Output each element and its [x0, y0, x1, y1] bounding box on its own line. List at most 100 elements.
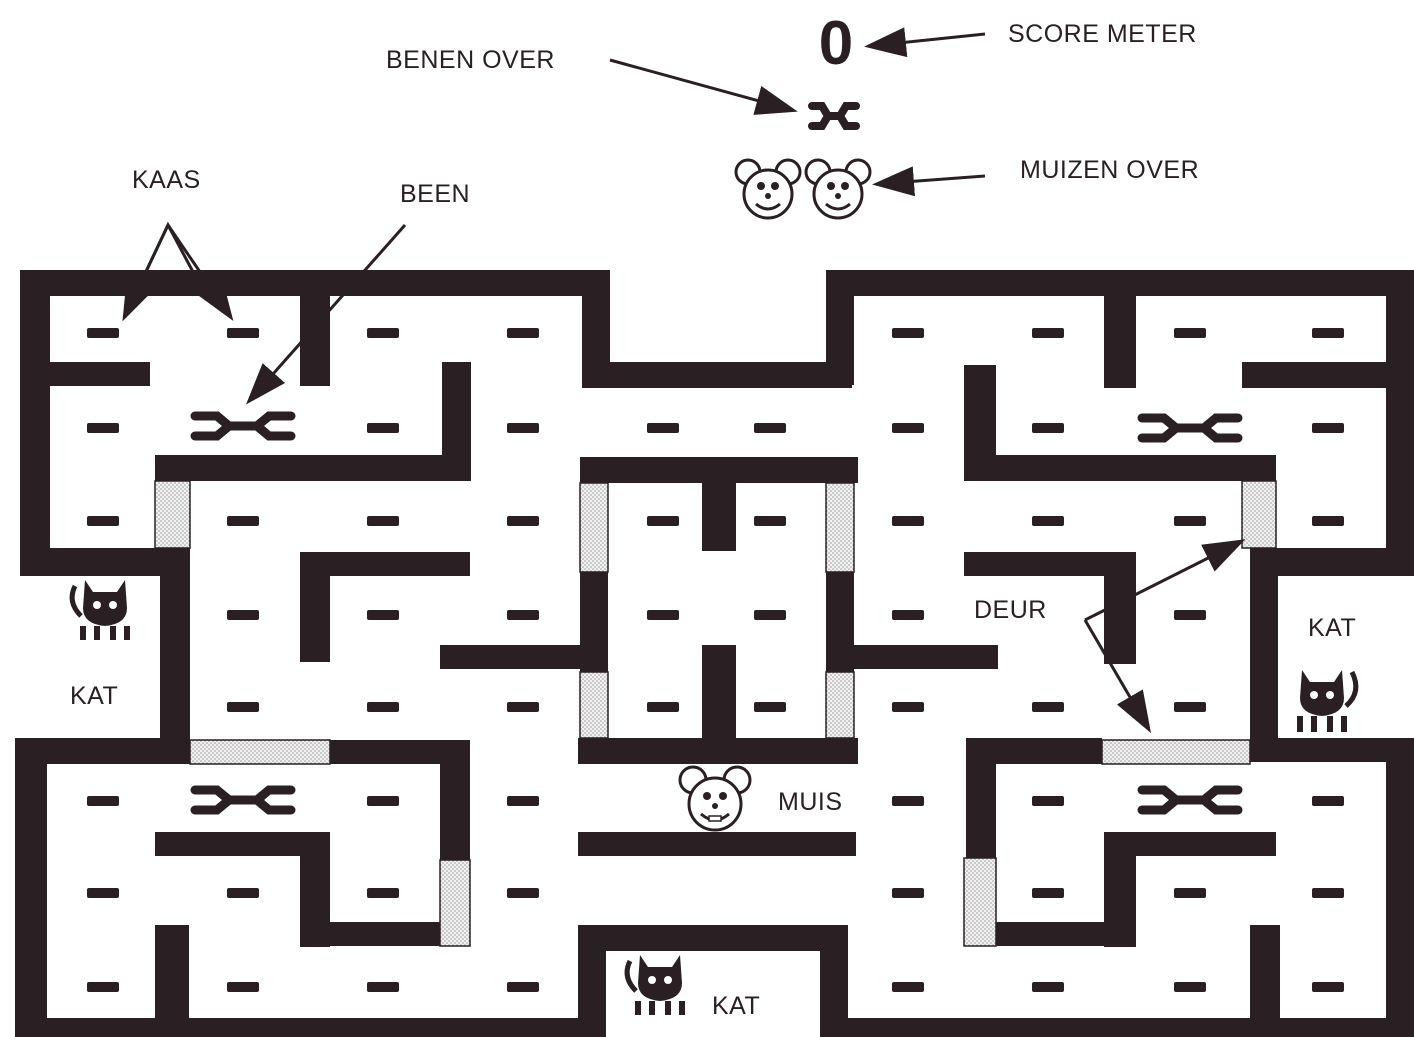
cheese-piece [892, 702, 924, 712]
arrow [610, 60, 792, 110]
arrow [878, 176, 985, 184]
door-label: DEUR [974, 596, 1047, 625]
mouse-label: MUIS [778, 788, 843, 817]
mouse-icon [806, 160, 870, 218]
door [964, 858, 996, 946]
mouse-icon [680, 767, 750, 830]
cheese-piece [1174, 702, 1206, 712]
cheese-piece [1032, 796, 1064, 806]
door [826, 672, 854, 738]
door [580, 483, 608, 572]
cheese-piece [87, 888, 119, 898]
cheese-piece [367, 328, 399, 338]
cheese-piece [87, 423, 119, 433]
cat-label-left: KAT [70, 682, 118, 711]
mouse-icon [736, 160, 800, 218]
cheese-piece [754, 423, 786, 433]
cheese-piece [892, 610, 924, 620]
cheese-piece [1174, 888, 1206, 898]
cat-icon [1300, 670, 1356, 732]
score-meter-label: SCORE METER [1008, 20, 1197, 49]
cheese-piece [892, 982, 924, 992]
cheese-piece [1032, 888, 1064, 898]
cheese-piece [892, 423, 924, 433]
cheese-piece [1174, 516, 1206, 526]
cheese-piece [1312, 328, 1344, 338]
cheese-piece [367, 796, 399, 806]
cheese-piece [507, 516, 539, 526]
arrow [870, 34, 985, 46]
bones-left-indicator [812, 106, 856, 126]
door [155, 481, 190, 548]
cheese-piece [1312, 982, 1344, 992]
cheese-piece [367, 888, 399, 898]
cheese-piece [87, 516, 119, 526]
cheese-piece [1174, 982, 1206, 992]
cat-label-right: KAT [1308, 614, 1356, 643]
cheese-piece [87, 328, 119, 338]
cheese-piece [87, 796, 119, 806]
score-meter-value: 0 [808, 14, 864, 74]
cat-icon [72, 580, 127, 640]
door [440, 860, 470, 946]
cheese-piece [892, 796, 924, 806]
maze-walls [15, 270, 1414, 1037]
cheese-piece [507, 328, 539, 338]
cheese-piece [754, 516, 786, 526]
cheese-piece [227, 328, 259, 338]
cheese-piece [227, 888, 259, 898]
cheese-piece [227, 702, 259, 712]
cheese-piece [507, 888, 539, 898]
cheese-piece [1174, 610, 1206, 620]
cheese-piece [1032, 516, 1064, 526]
cheese-piece [227, 610, 259, 620]
bone-icon [195, 416, 291, 436]
cheese-piece [1312, 796, 1344, 806]
cheese-piece [507, 796, 539, 806]
cheese-piece [367, 423, 399, 433]
bone-label: BEEN [400, 180, 470, 209]
bone-icon [812, 106, 856, 126]
door [1242, 481, 1276, 548]
cheese-piece [647, 610, 679, 620]
cheese-piece [892, 888, 924, 898]
cheese-piece [1032, 702, 1064, 712]
cheese-piece [507, 423, 539, 433]
cheese-piece [227, 516, 259, 526]
bone-icon [1142, 790, 1238, 810]
cheese-piece [367, 702, 399, 712]
mice-left-indicator [736, 160, 870, 218]
cat-label-bottom: KAT [712, 992, 760, 1021]
door [1102, 740, 1250, 764]
cheese-piece [227, 982, 259, 992]
cheese-piece [892, 328, 924, 338]
bone-icon [195, 790, 291, 810]
door [826, 483, 854, 572]
cheese-label: KAAS [132, 166, 201, 195]
bones-left-label: BENEN OVER [386, 46, 555, 75]
cheese-piece [507, 982, 539, 992]
cheese-piece [507, 702, 539, 712]
cheese-piece [754, 702, 786, 712]
bone-icon [1142, 418, 1238, 438]
cheese-piece [647, 516, 679, 526]
cheese-piece [1032, 423, 1064, 433]
cheese-piece [367, 982, 399, 992]
cheese-piece [647, 423, 679, 433]
cheese-piece [1312, 423, 1344, 433]
cheese-piece [1312, 888, 1344, 898]
cheese-piece [87, 982, 119, 992]
door [190, 740, 330, 764]
cheese-piece [507, 610, 539, 620]
cheese-piece [647, 702, 679, 712]
cheese-piece [367, 610, 399, 620]
mice-left-label: MUIZEN OVER [1020, 156, 1199, 185]
cheese-piece [1032, 982, 1064, 992]
cheese-piece [1312, 516, 1344, 526]
cat-icon [627, 955, 682, 1015]
cheese-piece [1174, 328, 1206, 338]
cheese-piece [1032, 328, 1064, 338]
cheese-piece [367, 516, 399, 526]
door [580, 672, 608, 738]
